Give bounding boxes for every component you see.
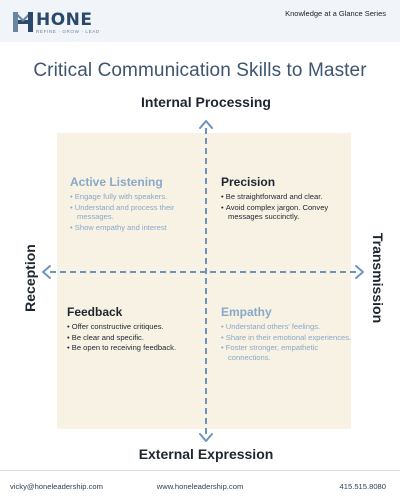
quadrant-feedback: Feedback Offer constructive critiques. B… — [67, 305, 199, 354]
header-band — [0, 0, 400, 42]
list-item: Foster stronger, empathetic connections. — [221, 343, 353, 361]
axis-label-bottom: External Expression — [138, 446, 274, 462]
axis-label-top: Internal Processing — [141, 94, 271, 110]
series-label: Knowledge at a Glance Series — [285, 9, 386, 18]
quadrant-title: Empathy — [221, 305, 272, 319]
list-item: Offer constructive critiques. — [67, 322, 199, 331]
footer — [0, 471, 400, 500]
footer-email-link[interactable]: vicky@honeleadership.com — [10, 482, 103, 491]
list-item: Show empathy and interest — [70, 223, 202, 232]
list-item: Be straightforward and clear. — [221, 192, 353, 201]
list-item: Understand others' feelings. — [221, 322, 353, 331]
arrow-down-icon — [199, 433, 213, 442]
axis-label-left: Reception — [22, 244, 38, 312]
page-title: Critical Communication Skills to Master — [33, 60, 367, 81]
list-item: Be clear and specific. — [67, 333, 199, 342]
footer-website-link[interactable]: www.honeleadership.com — [156, 482, 244, 491]
quadrant-background — [57, 133, 351, 429]
arrow-right-icon — [355, 265, 364, 279]
arrow-left-icon — [42, 265, 51, 279]
quadrant-precision: Precision Be straightforward and clear. … — [221, 175, 353, 223]
quadrant-title: Feedback — [67, 305, 123, 319]
logo-tagline: REFINE · GROW · LEAD — [36, 29, 100, 34]
arrow-up-icon — [199, 120, 213, 129]
footer-divider — [0, 470, 400, 471]
list-item: Understand and process their messages. — [70, 203, 202, 221]
logo-wordmark: HONE — [36, 10, 93, 30]
axis-label-right: Transmission — [370, 232, 386, 324]
quadrant-title: Active Listening — [70, 175, 163, 189]
list-item: Be open to receiving feedback. — [67, 343, 199, 352]
list-item: Avoid complex jargon. Convey messages su… — [221, 203, 353, 221]
list-item: Share in their emotional experiences. — [221, 333, 353, 342]
list-item: Engage fully with speakers. — [70, 192, 202, 201]
hone-logo-icon — [13, 12, 33, 32]
quadrant-title: Precision — [221, 175, 276, 189]
quadrant-empathy: Empathy Understand others' feelings. Sha… — [221, 305, 353, 363]
quadrant-active-listening: Active Listening Engage fully with speak… — [70, 175, 202, 233]
footer-phone: 415.515.8080 — [339, 482, 386, 491]
